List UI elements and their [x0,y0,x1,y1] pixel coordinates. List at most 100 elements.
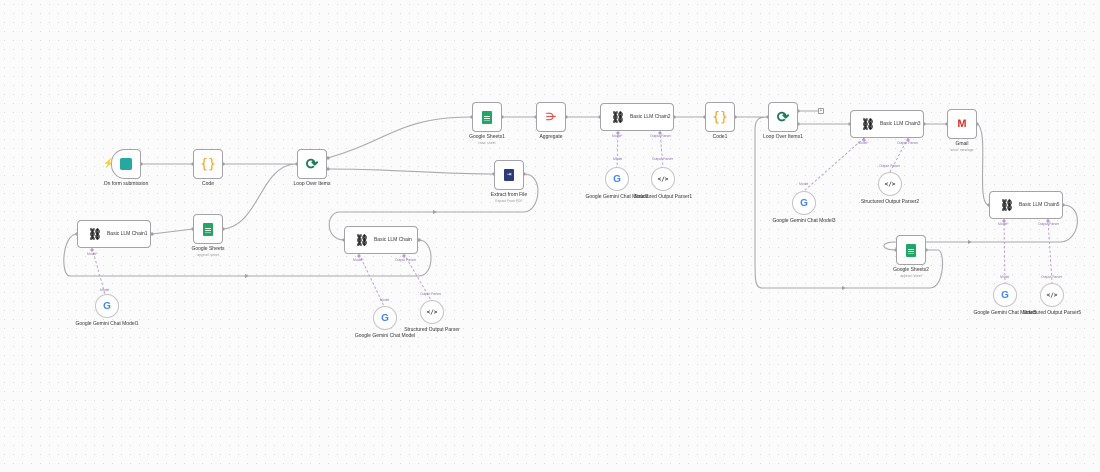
label-sheets1: Google Sheets1 [469,134,505,140]
node-loop-over-items[interactable]: ⟳ [297,149,327,179]
code-tag-icon: </> [884,180,896,188]
node-gemini-model2[interactable]: G [605,167,629,191]
chain-link-icon: ⛓ [611,111,625,124]
node-basic-llm-chain2[interactable]: ⛓ Basic LLM Chain2 [600,103,674,131]
node-gemini-model5[interactable]: G [993,283,1017,307]
port-label-parser-sub: Output Parser [652,157,674,161]
chain-link-icon: ⛓ [355,234,369,247]
node-gemini-model3[interactable]: G [792,191,816,215]
sub-chain2-parser1 [659,130,664,168]
chain-link-icon: ⛓ [861,118,875,131]
chain-link-icon: ⛓ [88,228,102,241]
node-extract-from-file[interactable]: ⇥ [494,160,524,190]
label-parser2: Structured Output Parser2 [860,199,920,205]
code-braces-icon: {} [712,109,728,125]
google-icon: G [1001,289,1009,301]
wire-chain1-sheets [151,228,194,235]
port-label-output-parser: Output Parser [897,141,919,145]
node-structured-output-parser2[interactable]: </> [878,172,902,196]
label-parser5: Structured Output Parser5 [1022,310,1082,316]
label-form: On form submission [103,181,149,187]
google-icon: G [103,300,111,312]
sub-chain3-parser2 [889,137,909,173]
node-form-trigger[interactable]: ⚡ [103,149,141,179]
node-loop-over-items1[interactable]: ⟳ [768,102,798,132]
sublabel-sheets2: append: sheet [900,274,922,278]
loop-icon: ⟳ [305,156,319,173]
port-label-parser-sub: Output Parser [420,292,442,296]
node-basic-llm-chain1[interactable]: ⛓ Basic LLM Chain1 [77,220,151,248]
node-gmail[interactable]: M [947,109,977,139]
label-gemini5: Google Gemini Chat Model5 [973,310,1037,316]
sub-chain2-gemini2 [616,130,619,168]
port-label-model-sub: Model [380,298,390,302]
title-chain: Basic LLM Chain [373,237,412,243]
wire-sheets-loop [222,163,298,230]
gmail-icon: M [957,118,967,130]
port-label-model-sub: Model [100,288,110,292]
aggregate-icon: ⋺ [546,111,556,123]
label-gemini3: Google Gemini Chat Model3 [772,218,836,224]
node-structured-output-parser5[interactable]: </> [1040,283,1064,307]
code-tag-icon: </> [426,308,438,316]
port-label-model: Model* [353,258,364,262]
port-label-model-sub: Model [613,157,623,161]
sublabel-sheets1: read: sheet [478,141,496,145]
label-sheets: Google Sheets [191,246,225,252]
label-gemini1: Google Gemini Chat Model1 [75,321,139,327]
google-icon: G [613,173,621,185]
node-code[interactable]: {} [193,149,223,179]
node-basic-llm-chain[interactable]: ⛓ Basic LLM Chain [344,226,418,254]
port-label-parser-sub: Output Parser [1041,275,1063,279]
code-braces-icon: {} [200,156,216,172]
node-google-sheets[interactable] [193,214,223,244]
code-tag-icon: </> [657,175,669,183]
sub-chain5-gemini5 [1003,218,1006,284]
title-chain2: Basic LLM Chain2 [629,114,671,120]
sub-chain-gemini [358,253,385,307]
label-sheets2: Google Sheets2 [893,267,929,273]
wire-loop-extract [327,168,495,175]
sub-chain1-gemini1 [91,247,106,295]
node-structured-output-parser[interactable]: </> [420,300,444,324]
label-gmail: Gmail [955,141,969,147]
port-label-model: Model* [998,222,1009,226]
sub-chain3-gemini3 [803,137,865,192]
code-tag-icon: </> [1046,291,1058,299]
node-structured-output-parser1[interactable]: </> [651,167,675,191]
add-node-plus-icon[interactable]: + [818,108,824,114]
node-google-sheets2[interactable] [896,235,926,265]
node-basic-llm-chain3[interactable]: ⛓ Basic LLM Chain3 [850,110,924,138]
node-gemini-model1[interactable]: G [95,294,119,318]
wire-extract-chain [328,173,539,241]
title-chain5: Basic LLM Chain5 [1018,202,1060,208]
google-icon: G [800,197,808,209]
node-gemini-model[interactable]: G [373,306,397,330]
port-label-output-parser: Output Parser [395,258,417,262]
port-label-model-sub: Model [799,182,809,186]
wire-gmail-chain5 [976,123,990,206]
node-google-sheets1[interactable] [472,102,502,132]
google-sheets-icon [906,243,916,257]
port-label-model-sub: Model [1000,275,1010,279]
title-chain3: Basic LLM Chain3 [879,121,921,127]
sub-chain5-parser5 [1047,218,1053,284]
label-parser: Structured Output Parser [404,327,460,333]
port-label-parser-sub: Output Parser [879,164,901,168]
node-aggregate[interactable]: ⋺ [536,102,566,132]
wire-chain-chain1 [63,233,432,277]
wire-sheets2-loop1 [754,116,944,289]
port-label-model: Model* [612,134,623,138]
node-basic-llm-chain5[interactable]: ⛓ Basic LLM Chain5 [989,191,1063,219]
port-label-model: Model* [858,141,869,145]
label-code: Code [202,181,214,187]
google-sheets-icon [482,110,492,124]
file-extract-icon: ⇥ [504,169,514,181]
wire-chain5-sheets2 [883,204,1078,251]
port-label-output-parser: Output Parser [1038,222,1060,226]
sublabel-gmail: send: message [950,148,974,152]
label-loop: Loop Over Items [293,181,331,187]
node-code1[interactable]: {} [705,102,735,132]
